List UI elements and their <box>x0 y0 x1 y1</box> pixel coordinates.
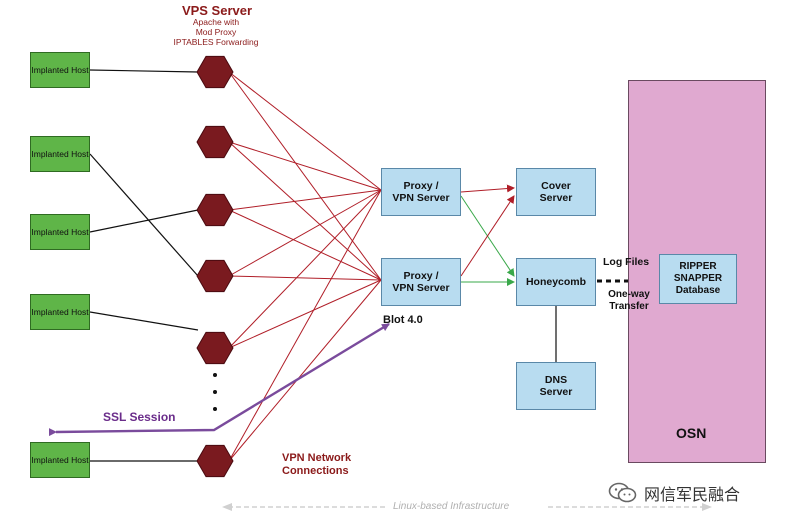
hexagon-node-icon <box>196 331 234 365</box>
proxy1-to-cover <box>460 184 515 193</box>
vpn-link-4-2 <box>228 275 382 281</box>
infrastructure-arrow <box>222 503 712 511</box>
proxy-vpn-server-1: Proxy / VPN Server <box>381 168 461 216</box>
hexagon-node-icon <box>196 259 234 293</box>
implanted-host-1: Implanted Host <box>30 52 90 88</box>
implanted-host-5: Implanted Host <box>30 442 90 478</box>
hexagon-node-icon <box>196 444 234 478</box>
one-way-transfer-label: One-way Transfer <box>608 289 650 312</box>
vpn-link-6-2 <box>228 279 382 462</box>
vpn-link-2-2 <box>228 141 382 281</box>
vpn-link-3-1 <box>228 189 382 211</box>
blot-label: Blot 4.0 <box>383 314 423 326</box>
infrastructure-label: Linux-based Infrastructure <box>393 501 510 512</box>
vpn-link-3-2 <box>228 209 382 281</box>
vps-server-title: VPS Server <box>181 3 253 18</box>
watermark: 网信军民融合 <box>608 481 740 505</box>
host-link-4 <box>89 311 199 331</box>
ssl-session-label: SSL Session <box>103 410 176 424</box>
vpn-link-6-1 <box>228 189 382 462</box>
implanted-host-2: Implanted Host <box>30 136 90 172</box>
vpn-link-1-2 <box>228 71 382 281</box>
host-link-1 <box>89 69 199 73</box>
ellipsis-dots <box>213 373 217 411</box>
dns-server: DNS Server <box>516 362 596 410</box>
vpn-link-1-1 <box>228 71 382 191</box>
ssl-session-line <box>48 322 390 437</box>
implanted-host-3: Implanted Host <box>30 214 90 250</box>
host-link-2 <box>89 153 199 277</box>
cover-server: Cover Server <box>516 168 596 216</box>
log-files-label: Log Files <box>603 256 650 268</box>
vpn-network-connections-label: VPN Network Connections <box>282 452 352 477</box>
vpn-link-2-1 <box>228 141 382 191</box>
watermark-text: 网信军民融合 <box>644 487 741 504</box>
honeycomb-server: Honeycomb <box>516 258 596 306</box>
proxy2-to-cover <box>460 195 515 277</box>
vps-server-subtitle: Apache with Mod Proxy IPTABLES Forwardin… <box>173 17 259 47</box>
vpn-link-5-1 <box>228 189 382 349</box>
hexagon-node-icon <box>196 55 234 89</box>
wechat-icon <box>608 482 637 503</box>
proxy-vpn-server-2: Proxy / VPN Server <box>381 258 461 306</box>
hexagon-node-icon <box>196 193 234 227</box>
implanted-host-4: Implanted Host <box>30 294 90 330</box>
hexagon-node-icon <box>196 125 234 159</box>
vpn-link-4-1 <box>228 189 382 277</box>
vps-nodes <box>196 55 234 478</box>
ripper-snapper-database: RIPPER SNAPPER Database <box>659 254 737 304</box>
host-link-3 <box>89 209 199 233</box>
vpn-link-5-2 <box>228 279 382 349</box>
osn-label: OSN <box>676 425 707 441</box>
